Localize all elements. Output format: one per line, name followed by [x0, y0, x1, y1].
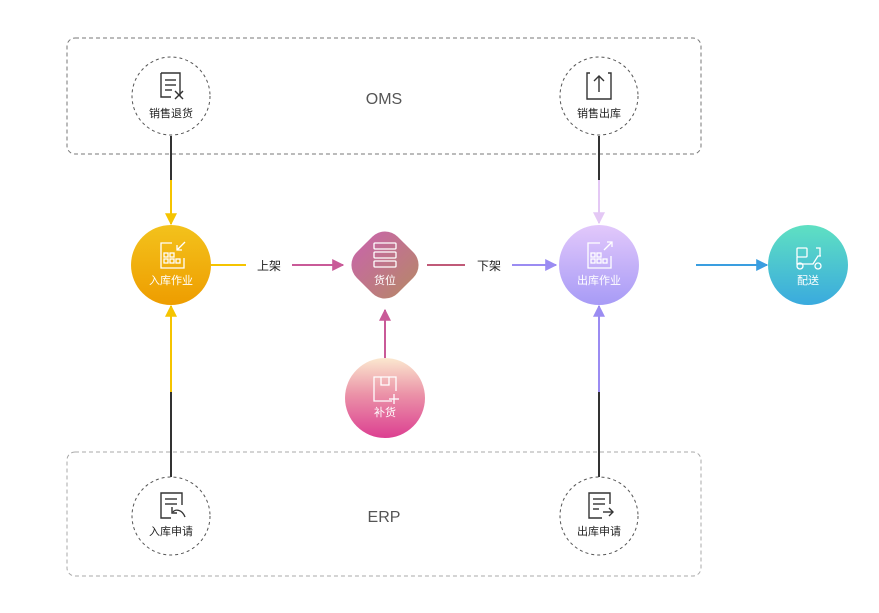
stacked-rects-icon: [373, 242, 397, 268]
oms-group-box: [66, 37, 702, 155]
node-inbound-request[interactable]: 入库申请: [131, 476, 211, 556]
node-sales-outbound[interactable]: 销售出库: [559, 56, 639, 136]
erp-group-box: [66, 451, 702, 577]
node-inbound-operation[interactable]: 入库作业: [131, 225, 211, 305]
node-label: 货位: [374, 273, 396, 287]
node-label: 出库申请: [577, 524, 621, 538]
node-replenish[interactable]: 补货: [345, 358, 425, 438]
document-return-icon: [160, 492, 186, 519]
node-label: 销售出库: [577, 106, 621, 120]
document-close-icon: [160, 72, 184, 100]
node-label: 出库作业: [577, 273, 621, 287]
node-sales-return[interactable]: 销售退货: [131, 56, 211, 136]
oms-group-label: OMS: [366, 91, 402, 108]
erp-group-label: ERP: [368, 509, 401, 526]
node-label: 入库作业: [149, 274, 193, 287]
node-outbound-request[interactable]: 出库申请: [559, 476, 639, 556]
node-outbound-operation[interactable]: 出库作业: [559, 225, 639, 305]
document-forward-icon: [588, 492, 614, 519]
box-plus-icon: [373, 376, 399, 404]
scooter-icon: [796, 247, 822, 270]
node-label: 入库申请: [149, 525, 193, 538]
node-delivery[interactable]: 配送: [768, 225, 848, 305]
node-label: 销售退货: [149, 106, 193, 120]
upload-box-icon: [586, 72, 612, 100]
node-label: 配送: [797, 273, 819, 287]
grid-arrow-out-icon: [587, 241, 613, 269]
grid-arrow-in-icon: [160, 241, 186, 269]
edge-label-shelve: 上架: [257, 259, 281, 273]
node-label: 补货: [374, 405, 396, 419]
edge-label-unshelve: 下架: [477, 259, 501, 273]
node-storage-location[interactable]: 货位: [344, 224, 426, 306]
